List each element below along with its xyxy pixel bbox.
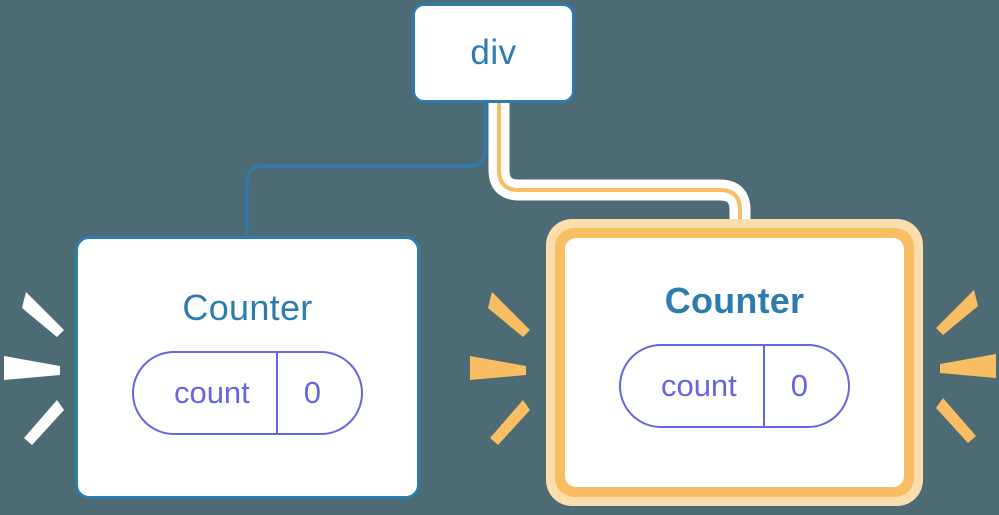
sparkle-left-outer-icon	[4, 292, 64, 445]
prop-divider-right	[762, 346, 765, 426]
prop-divider-left	[275, 353, 278, 433]
node-counter-left[interactable]: Counter count 0	[75, 236, 420, 499]
node-div-label: div	[470, 33, 517, 72]
prop-name-right: count	[660, 368, 737, 403]
prop-pill-right: count 0	[618, 344, 851, 428]
highlight-ring: Counter count 0	[555, 228, 914, 497]
node-div[interactable]: div	[412, 3, 575, 103]
prop-name-left: count	[173, 375, 250, 410]
connector-div-to-counter-right	[497, 103, 742, 224]
sparkle-right-inner-icon	[936, 290, 996, 443]
connector-div-to-counter-right-halo	[488, 103, 751, 224]
node-counter-right-title: Counter	[664, 280, 805, 321]
prop-value-right: 0	[790, 368, 809, 403]
connector-div-to-counter-left	[245, 101, 487, 238]
node-counter-left-title: Counter	[182, 287, 313, 328]
sparkle-left-inner-icon	[470, 292, 530, 445]
prop-pill-left: count 0	[131, 351, 364, 435]
node-counter-right-card: Counter count 0	[565, 238, 904, 487]
prop-value-left: 0	[303, 375, 322, 410]
node-counter-right[interactable]: Counter count 0	[546, 219, 923, 506]
